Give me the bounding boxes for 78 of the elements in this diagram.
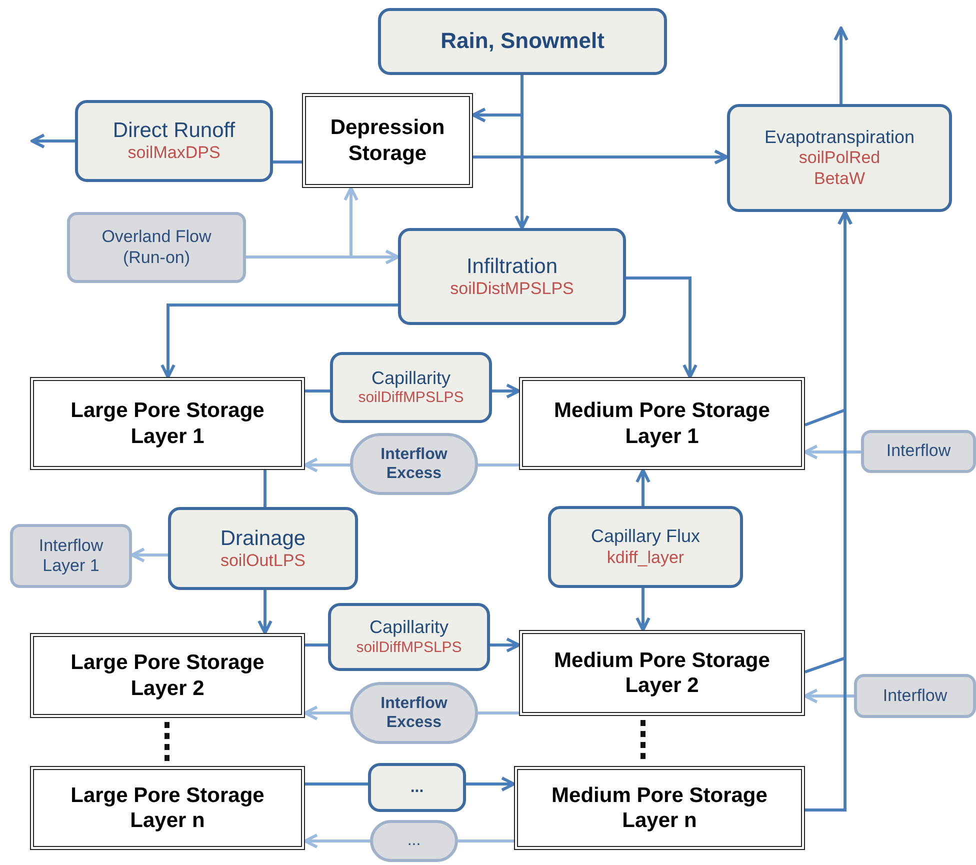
arrow bbox=[304, 834, 370, 848]
node-title: Interflow Excess bbox=[380, 444, 448, 484]
node-title: Capillary Flux bbox=[590, 526, 700, 548]
arrow bbox=[258, 590, 272, 634]
storage-box bbox=[30, 766, 305, 850]
process-box bbox=[75, 100, 273, 182]
connector-line bbox=[264, 470, 266, 507]
output-box bbox=[10, 524, 132, 588]
parameter-label: soilPolRed bbox=[798, 148, 880, 169]
parameter-label: soilDistMPSLPS bbox=[450, 278, 574, 300]
storage-box bbox=[514, 766, 805, 850]
storage-box bbox=[30, 377, 305, 470]
arrow bbox=[466, 776, 516, 792]
node-title: Large Pore Storage Layer 1 bbox=[70, 398, 266, 449]
input-box bbox=[67, 212, 246, 283]
process-box bbox=[548, 506, 743, 588]
storage-box bbox=[519, 377, 805, 470]
storage-box bbox=[519, 630, 805, 716]
node-title: Direct Runoff bbox=[112, 118, 236, 144]
node-title: Medium Pore Storage Layer 2 bbox=[553, 648, 771, 698]
node-title: Evapotranspiration bbox=[764, 126, 915, 148]
parameter-label: soilDiffMPSLPS bbox=[358, 389, 464, 408]
storage-box bbox=[30, 633, 305, 718]
node-title: Medium Pore Storage Layer 1 bbox=[553, 398, 771, 449]
parameter-label: soilMaxDPS bbox=[128, 143, 220, 164]
arrow bbox=[304, 458, 350, 472]
arrow bbox=[246, 186, 358, 258]
node-title: Rain, Snowmelt bbox=[440, 28, 604, 55]
parameter-label: kdiff_layer bbox=[606, 548, 684, 568]
connector-line bbox=[305, 390, 330, 392]
connector-line bbox=[305, 782, 368, 786]
node-title: ... bbox=[407, 831, 421, 851]
node-title: Capillarity bbox=[371, 368, 451, 390]
arrow bbox=[805, 210, 852, 812]
process-box bbox=[398, 228, 626, 325]
input-box bbox=[378, 8, 667, 75]
parameter-label: soilDiffMPSLPS bbox=[356, 638, 462, 657]
arrow bbox=[160, 304, 398, 378]
arrow bbox=[490, 638, 520, 652]
connector-line bbox=[458, 840, 514, 842]
process-box bbox=[330, 352, 492, 423]
arrow bbox=[473, 150, 728, 164]
node-title: Medium Pore Storage Layer n bbox=[550, 782, 768, 834]
process-box bbox=[727, 104, 952, 212]
storage-box bbox=[302, 93, 473, 188]
process-box bbox=[368, 763, 466, 812]
connector-line bbox=[305, 644, 328, 646]
process-box bbox=[168, 507, 358, 590]
node-title: Large Pore Storage Layer n bbox=[70, 782, 266, 834]
node-title: Interflow bbox=[886, 441, 951, 462]
node-title: Interflow Excess bbox=[380, 694, 448, 732]
arrow bbox=[304, 706, 350, 720]
output-box bbox=[861, 430, 976, 473]
node-title: Drainage bbox=[220, 526, 306, 551]
arrow bbox=[626, 276, 698, 378]
arrow bbox=[636, 468, 650, 506]
excess-pill bbox=[370, 820, 458, 862]
node-title: Depression Storage bbox=[329, 115, 446, 166]
arrow bbox=[30, 134, 75, 148]
node-title: Capillarity bbox=[369, 617, 449, 639]
connector-line bbox=[478, 464, 519, 466]
arrow bbox=[804, 688, 854, 704]
output-box bbox=[854, 674, 976, 718]
node-title: Interflow Layer 1 bbox=[38, 536, 104, 576]
node-title: Infiltration bbox=[466, 254, 558, 279]
arrow bbox=[636, 588, 650, 632]
connector-line bbox=[273, 160, 302, 164]
node-title: Interflow bbox=[882, 686, 948, 706]
node-title: Overland Flow (Run-on) bbox=[100, 227, 212, 268]
arrow bbox=[834, 26, 848, 104]
node-title: ... bbox=[410, 778, 424, 798]
process-box bbox=[328, 603, 490, 671]
parameter-label: BetaW bbox=[814, 168, 866, 190]
arrow bbox=[492, 384, 520, 398]
arrow bbox=[130, 548, 168, 562]
parameter-label: soilOutLPS bbox=[220, 550, 306, 572]
connector-line bbox=[478, 712, 519, 714]
node-title: Large Pore Storage Layer 2 bbox=[70, 650, 266, 701]
